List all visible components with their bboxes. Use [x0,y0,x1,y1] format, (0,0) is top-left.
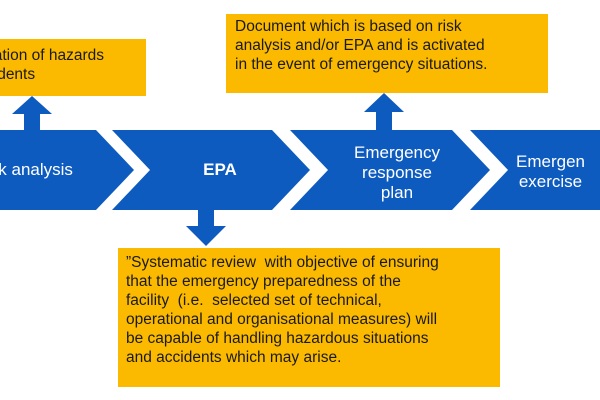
callout-risk-analysis: cation of hazards cidents [0,39,146,96]
arrow-down-epa [186,210,226,246]
callout-epa-definition: ”Systematic review with objective of ens… [118,248,500,387]
step-label-emergency-exercise: Emergen exercise [516,152,585,191]
chevron-emergency-exercise [470,130,600,210]
arrow-up-emergency-response-plan [364,93,404,130]
chevron-emergency-response-plan [290,130,490,210]
callout-risk-analysis-text: cation of hazards cidents [0,47,105,83]
step-label-risk-analysis: isk analysis [0,160,73,179]
chevron-epa [112,130,310,210]
step-label-emergency-response-plan: Emergency response plan [354,143,440,202]
step-label-epa: EPA [203,160,237,179]
chevron-risk-analysis [0,130,134,210]
callout-emergency-response-plan: Document which is based on risk analysis… [226,14,548,93]
arrow-up-risk-analysis [12,96,52,130]
